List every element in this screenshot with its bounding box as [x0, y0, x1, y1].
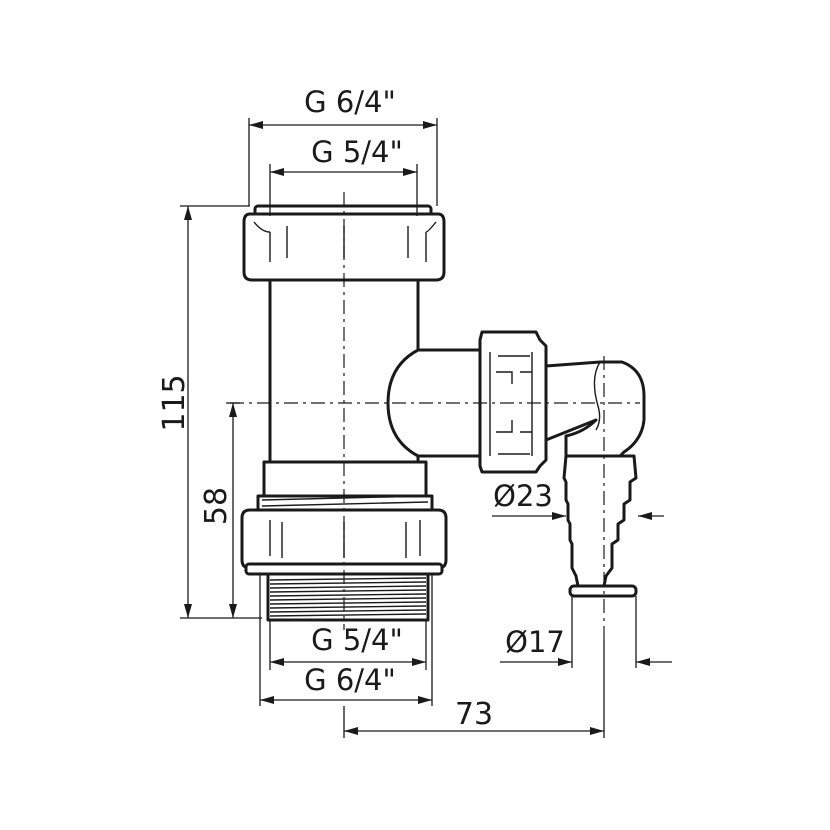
dimension-label-bottom-outer-thread: G 6/4": [304, 663, 396, 697]
dimension-label-branch-offset: 73: [455, 697, 493, 732]
dimension-label-bottom-inner-thread: G 5/4": [311, 623, 403, 657]
centre-lines: [230, 192, 640, 640]
dimension-label-hose-small: Ø17: [505, 625, 565, 659]
main-body: [240, 204, 448, 622]
dimension-label-branch-height: 58: [199, 487, 234, 525]
dimension-label-top-outer-thread: G 6/4": [304, 85, 396, 119]
dimension-lines: [180, 118, 672, 738]
dimension-label-total-height: 115: [157, 374, 192, 431]
dimension-label-top-inner-thread: G 5/4": [311, 135, 403, 169]
side-branch: [386, 330, 646, 598]
dimension-label-hose-large: Ø23: [493, 479, 553, 513]
